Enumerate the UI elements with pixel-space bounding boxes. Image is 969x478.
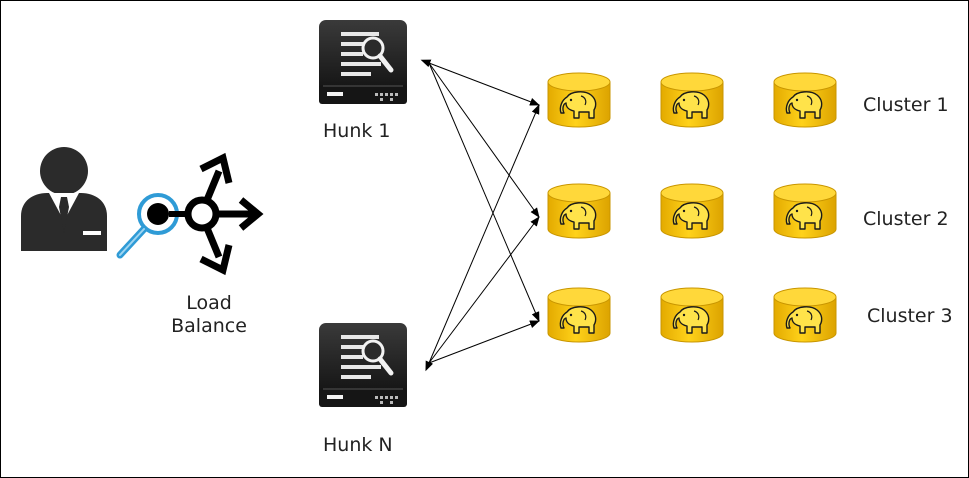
hunk-1-label: Hunk 1 xyxy=(323,120,391,142)
arrow-hunkn-cluster2 xyxy=(428,216,540,364)
hadoop-database-icon xyxy=(773,287,837,343)
hadoop-database-icon xyxy=(547,287,611,343)
arrow-hunk1-cluster1 xyxy=(420,59,540,106)
server-icon-hunk-1 xyxy=(319,20,407,104)
cluster-1-nodes xyxy=(547,72,837,128)
hadoop-database-icon xyxy=(773,72,837,128)
connection-arrows xyxy=(420,59,540,372)
arrow-hunkn-cluster3 xyxy=(428,320,540,364)
magnifier-icon xyxy=(116,193,179,259)
arrow-hunkn-cluster1 xyxy=(425,104,540,372)
load-balance-label: Load Balance xyxy=(171,292,247,337)
arrow-hunk1-cluster3 xyxy=(428,62,540,322)
cluster-2-label: Cluster 2 xyxy=(863,208,949,230)
hadoop-database-icon xyxy=(660,183,724,239)
arrow-hunk1-cluster2 xyxy=(428,62,540,218)
hadoop-database-icon xyxy=(660,72,724,128)
cluster-1-label: Cluster 1 xyxy=(863,94,949,116)
user-icon xyxy=(21,147,107,251)
cluster-2-nodes xyxy=(547,183,837,239)
hunk-n-label: Hunk N xyxy=(323,434,393,456)
hadoop-database-icon xyxy=(773,183,837,239)
hadoop-database-icon xyxy=(547,72,611,128)
server-icon-hunk-n xyxy=(319,323,407,407)
load-balancer-icon xyxy=(147,152,264,276)
cluster-3-label: Cluster 3 xyxy=(867,305,953,327)
cluster-3-nodes xyxy=(547,287,837,343)
hadoop-database-icon xyxy=(547,183,611,239)
hadoop-database-icon xyxy=(660,287,724,343)
